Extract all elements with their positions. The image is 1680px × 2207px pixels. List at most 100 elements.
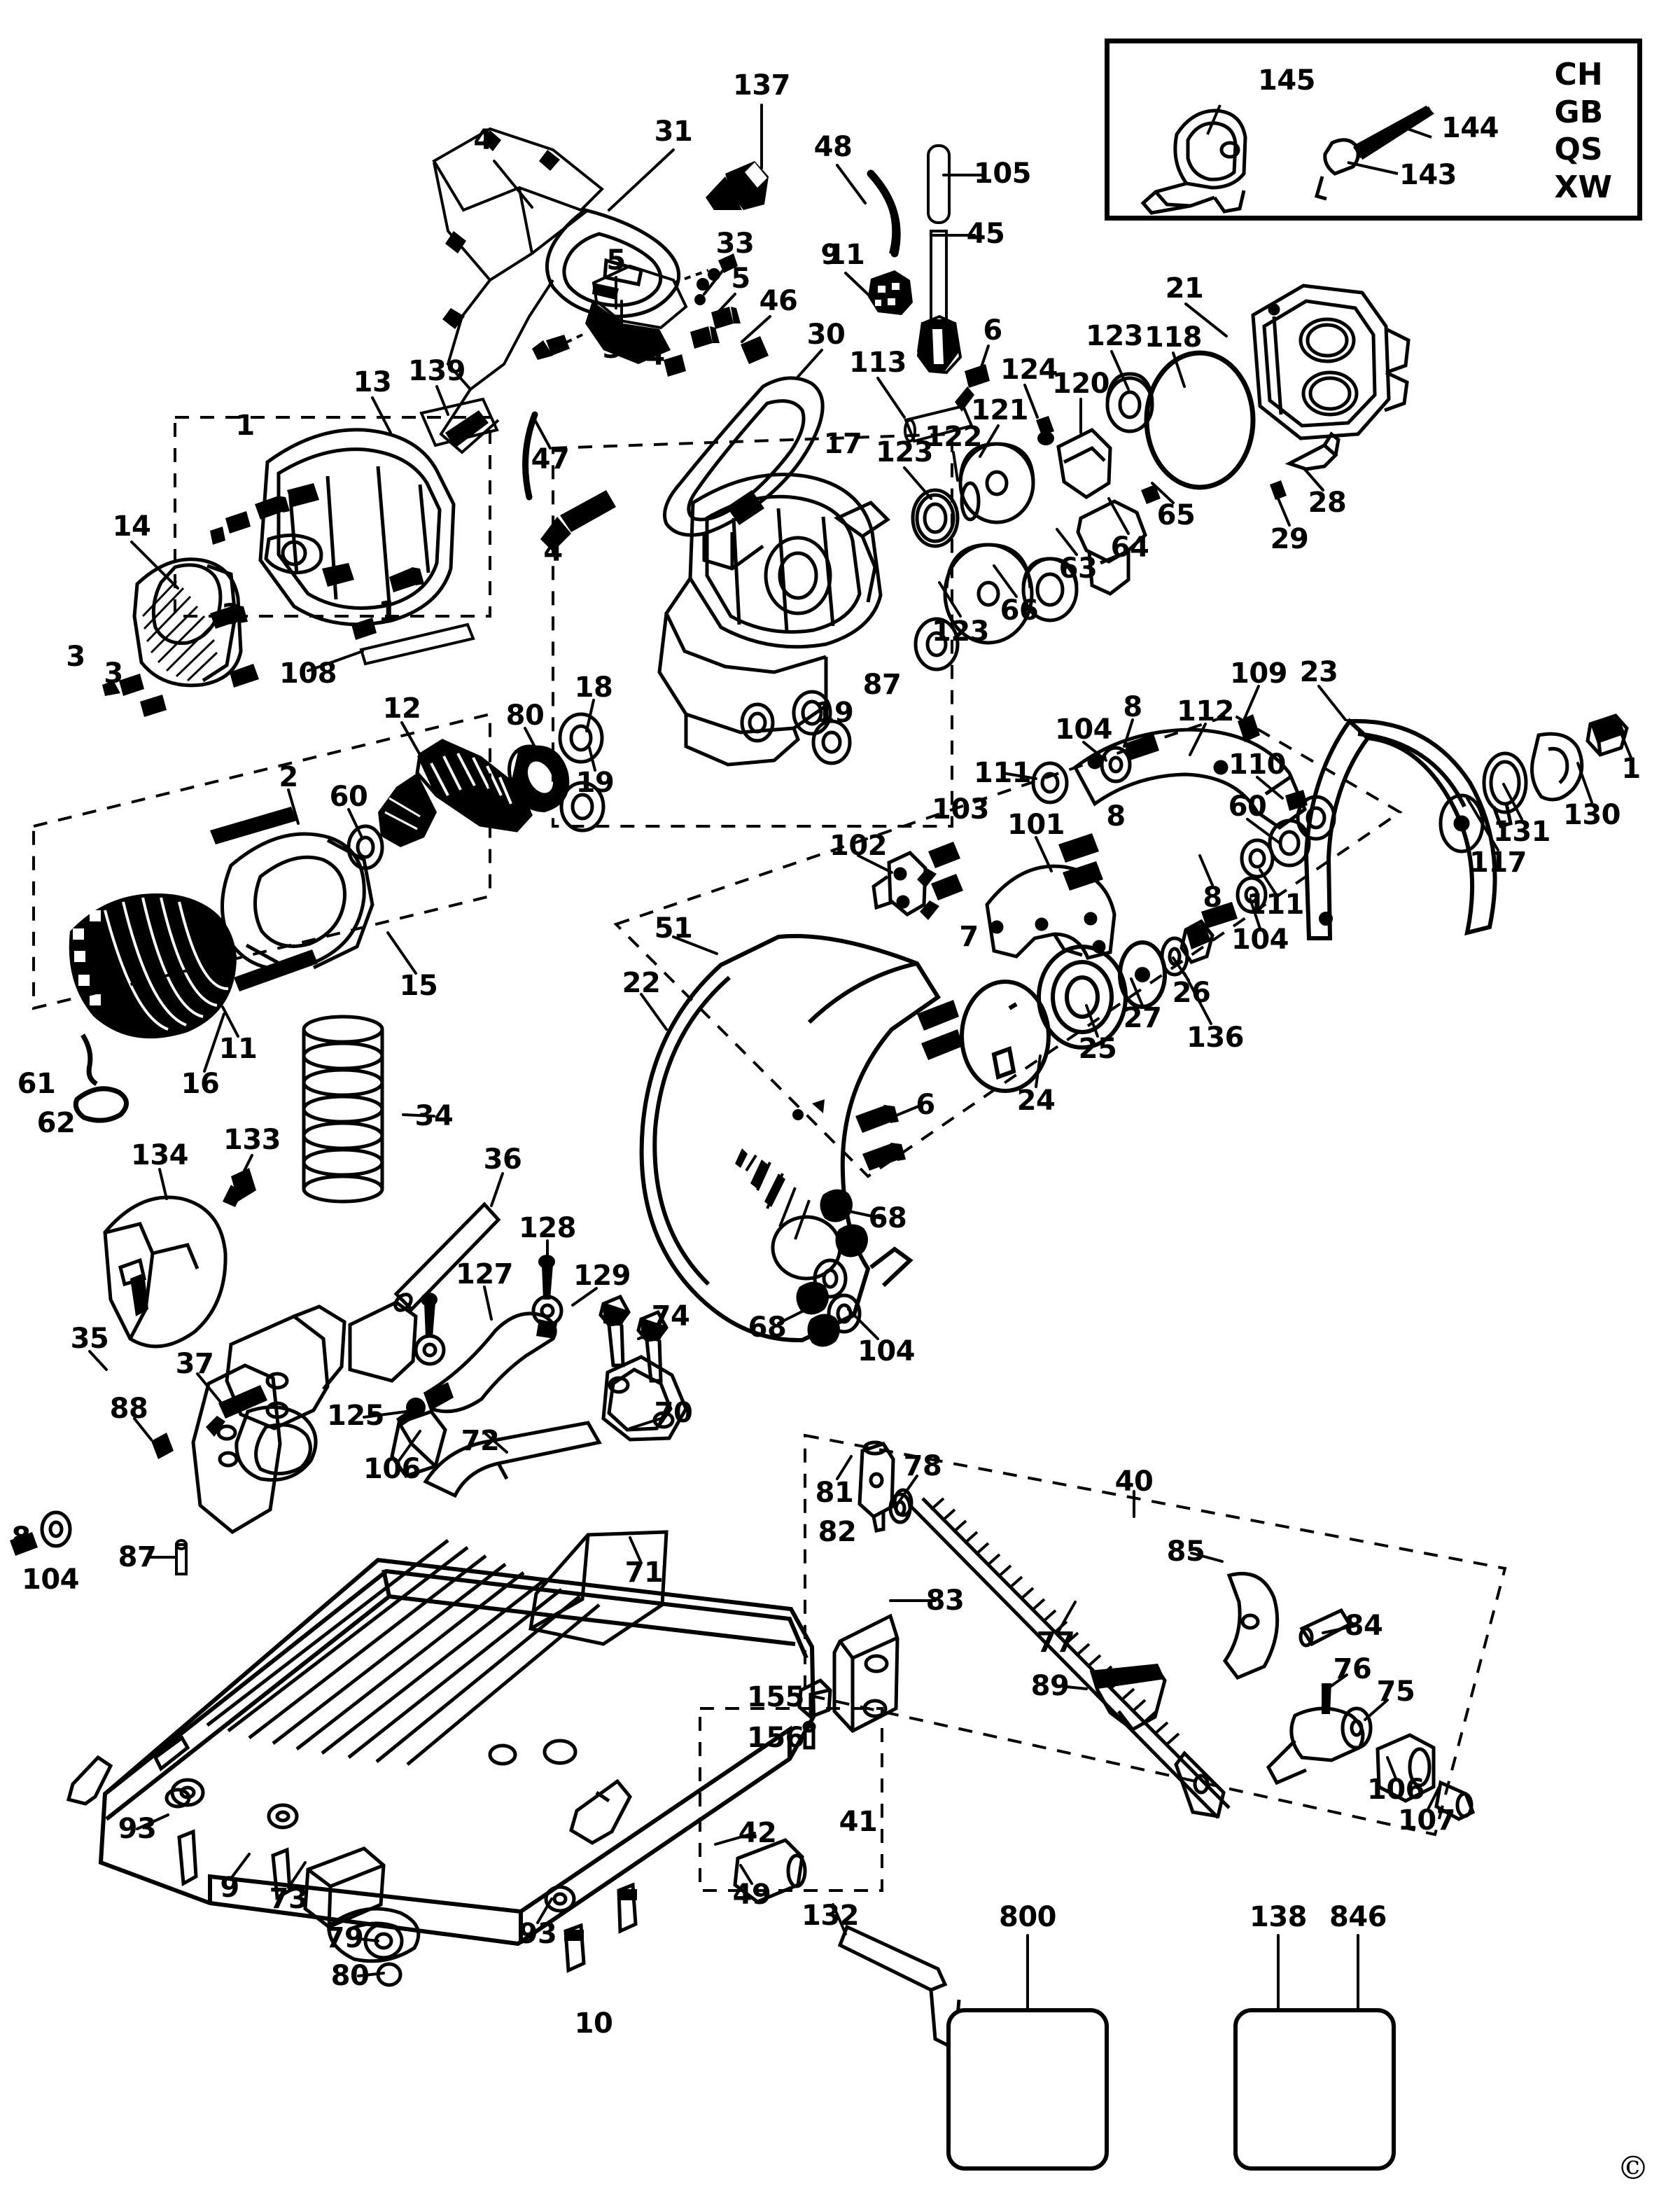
inset-callout-number: 143 — [1399, 159, 1457, 191]
callout-number: 31 — [654, 116, 693, 148]
leader-line — [1198, 854, 1214, 886]
callout-number: 3 — [221, 599, 241, 631]
callout-number: 117 — [1469, 847, 1527, 879]
callout-number: 49 — [732, 1879, 771, 1911]
leader-line — [640, 993, 668, 1031]
callout-number: 132 — [802, 1900, 860, 1932]
callout-number: 9 — [220, 1872, 239, 1904]
callout-number: 61 — [17, 1068, 56, 1100]
callout-number: 112 — [1177, 695, 1235, 727]
callout-number: 74 — [651, 1300, 690, 1332]
callout-number: 71 — [624, 1557, 664, 1589]
callout-number: 41 — [839, 1806, 878, 1838]
callout-number: 19 — [575, 767, 615, 799]
callout-number: 40 — [1114, 1465, 1154, 1498]
leader-line — [221, 1005, 239, 1038]
callout-number: 35 — [70, 1323, 109, 1355]
callout-number: 129 — [573, 1260, 631, 1292]
leader-line — [1246, 818, 1281, 844]
callout-number: 73 — [269, 1883, 308, 1915]
callout-number: 1 — [235, 410, 255, 442]
leader-line — [1035, 836, 1053, 872]
callout-number: 1 — [378, 596, 398, 628]
callout-number: 64 — [1110, 531, 1149, 564]
accessory-callout-number: 846 — [1329, 1901, 1387, 1933]
accessory-callout-number: 138 — [1250, 1901, 1308, 1933]
leader-line — [713, 293, 736, 318]
leader-line — [836, 1455, 853, 1480]
leader-line — [490, 1172, 504, 1207]
callout-number: 17 — [823, 428, 862, 460]
leader-line — [130, 541, 179, 590]
callout-number: 125 — [327, 1400, 385, 1432]
callout-number: 46 — [759, 285, 798, 317]
callout-number: 3 — [104, 657, 123, 690]
callout-number: 8 — [1123, 691, 1142, 723]
callout-number: 47 — [531, 443, 570, 475]
callout-number: 2 — [279, 761, 298, 793]
callout-number: 24 — [1016, 1085, 1056, 1117]
callout-number: 13 — [353, 366, 392, 398]
leader-line — [1502, 783, 1523, 821]
callout-number: 110 — [1228, 749, 1287, 781]
callout-number: 133 — [223, 1124, 281, 1156]
callout-number: 87 — [862, 669, 902, 701]
callout-number: 3 — [66, 641, 85, 673]
callout-number: 4 — [543, 536, 563, 568]
leader-line — [1035, 1054, 1042, 1088]
callout-number: 60 — [329, 781, 368, 813]
callout-number: 25 — [1078, 1033, 1117, 1065]
callout-number: 4 — [473, 124, 493, 156]
leader-line — [237, 1154, 253, 1185]
callout-number: 118 — [1144, 321, 1203, 354]
callout-number: 36 — [483, 1143, 522, 1176]
callout-number: 87 — [118, 1541, 157, 1573]
callout-number: 72 — [461, 1425, 500, 1457]
region-code-gb: GB — [1554, 94, 1604, 130]
leader-line — [979, 424, 1000, 458]
callout-number: 104 — [1231, 924, 1289, 956]
callout-number: 111 — [974, 757, 1032, 789]
callout-number: 1 — [1621, 753, 1641, 785]
callout-number: 6 — [916, 1089, 935, 1121]
region-code-list: CH GB QS XW — [1555, 56, 1612, 207]
callout-number: 76 — [1333, 1653, 1372, 1685]
callout-number: 103 — [932, 793, 990, 826]
callout-number: 104 — [1055, 713, 1113, 746]
callout-number: 104 — [22, 1564, 80, 1596]
leader-line — [1189, 723, 1207, 756]
callout-number: 111 — [1247, 889, 1305, 921]
callout-number: 84 — [1344, 1610, 1383, 1642]
accessory-box-tool-kit — [946, 2008, 1109, 2171]
leader-line — [797, 349, 823, 378]
callout-number: 68 — [868, 1202, 907, 1234]
callout-number: 80 — [330, 1960, 370, 1992]
leader-line — [371, 396, 392, 434]
region-code-qs: QS — [1554, 132, 1603, 168]
leader-line — [1085, 1004, 1099, 1038]
callout-number: 134 — [131, 1139, 189, 1171]
callout-number: 75 — [1376, 1676, 1415, 1708]
callout-number: 85 — [1166, 1536, 1205, 1568]
callout-number: 5 — [731, 263, 750, 295]
callout-number: 106 — [1367, 1774, 1425, 1806]
leader-line — [493, 160, 533, 209]
leader-line — [1576, 762, 1593, 804]
leader-line — [741, 315, 771, 343]
callout-number: 122 — [925, 421, 983, 453]
leader-line — [400, 721, 421, 756]
callout-number: 30 — [806, 319, 846, 351]
callout-number: 12 — [382, 692, 421, 725]
leader-line — [893, 1105, 920, 1118]
callout-number: 123 — [1086, 320, 1144, 352]
motor-housing-group — [174, 416, 491, 618]
callout-number: 60 — [1228, 791, 1267, 823]
leader-line — [483, 1286, 493, 1321]
leader-line — [836, 164, 867, 204]
callout-number: 77 — [1036, 1627, 1075, 1659]
leader-line — [876, 377, 906, 419]
leader-line — [1277, 497, 1291, 527]
callout-number: 6 — [983, 314, 1002, 347]
callout-number: 137 — [733, 69, 791, 102]
